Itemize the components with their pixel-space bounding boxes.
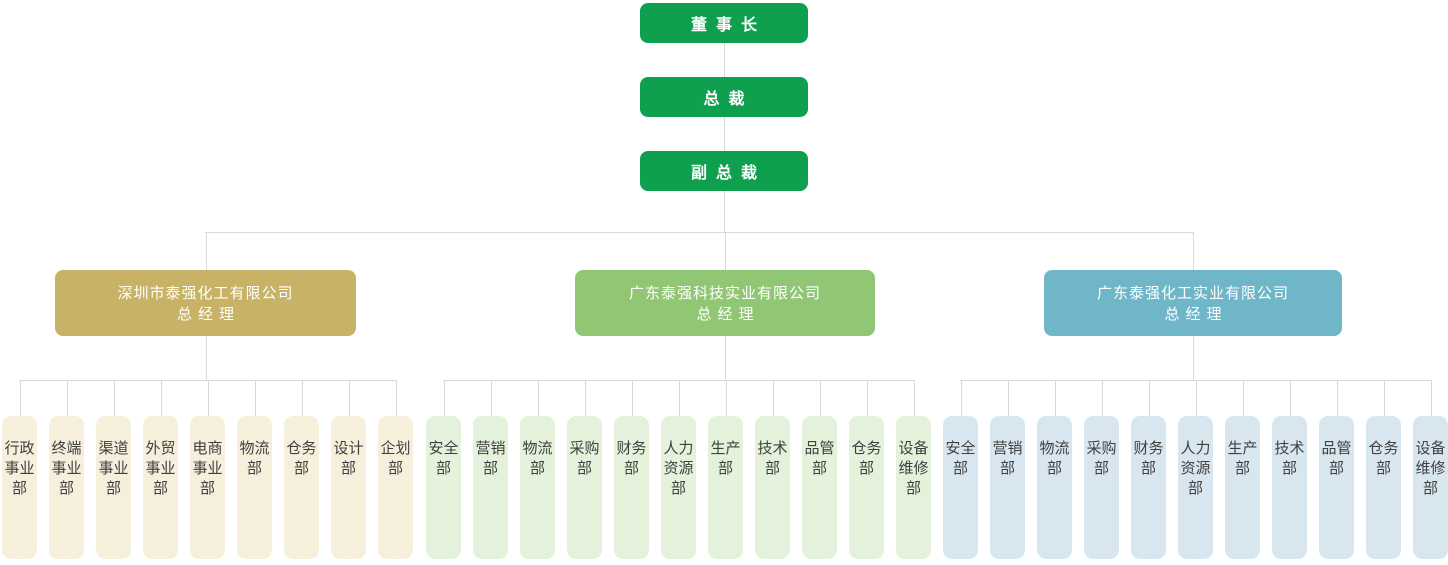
role-label: 总经理 (696, 304, 760, 323)
dept-node: 设计部 (331, 380, 366, 559)
node-vice-president: 副总裁 (640, 151, 808, 232)
dept-node: 财务部 (1131, 380, 1166, 559)
node-gm-guangdong-chemical: 广东泰强化工实业有限公司 总经理 (1044, 232, 1342, 380)
dept-node: 仓务部 (284, 380, 319, 559)
dept-node: 物流部 (520, 380, 555, 559)
dept-node: 技术部 (1272, 380, 1307, 559)
dept-node: 行政事业部 (2, 380, 37, 559)
dept-node: 设备维修部 (896, 380, 931, 559)
dept-node: 营销部 (990, 380, 1025, 559)
node-gm-guangdong-tech: 广东泰强科技实业有限公司 总经理 (575, 232, 875, 380)
dept-node: 品管部 (1319, 380, 1354, 559)
dept-node: 设备维修部 (1413, 380, 1448, 559)
company-name: 深圳市泰强化工有限公司 (117, 283, 294, 302)
dept-node: 技术部 (755, 380, 790, 559)
dept-node: 终端事业部 (49, 380, 84, 559)
dept-node: 采购部 (1084, 380, 1119, 559)
dept-node: 外贸事业部 (143, 380, 178, 559)
node-gm-shenzhen-chemical: 深圳市泰强化工有限公司 总经理 (55, 232, 356, 380)
dept-node: 渠道事业部 (96, 380, 131, 559)
company-name: 广东泰强科技实业有限公司 (628, 283, 821, 302)
dept-node: 物流部 (1037, 380, 1072, 559)
dept-node: 物流部 (237, 380, 272, 559)
dept-node: 安全部 (943, 380, 978, 559)
dept-node: 电商事业部 (190, 380, 225, 559)
dept-node: 人力资源部 (1178, 380, 1213, 559)
branch3-departments: 安全部 营销部 物流部 采购部 财务部 人力资源部 生产部 技术部 品管部 仓务… (943, 380, 1448, 559)
dept-node: 财务部 (614, 380, 649, 559)
role-label: 总经理 (1164, 304, 1228, 323)
role-label: 总经理 (176, 304, 240, 323)
dept-node: 品管部 (802, 380, 837, 559)
branch1-departments: 行政事业部 终端事业部 渠道事业部 外贸事业部 电商事业部 物流部 仓务部 设计… (2, 380, 413, 559)
dept-node: 生产部 (708, 380, 743, 559)
dept-node: 企划部 (378, 380, 413, 559)
dept-node: 人力资源部 (661, 380, 696, 559)
connector-top-horizontal (205, 232, 1193, 233)
dept-node: 仓务部 (849, 380, 884, 559)
node-president: 总裁 (640, 77, 808, 151)
dept-node: 仓务部 (1366, 380, 1401, 559)
dept-node: 采购部 (567, 380, 602, 559)
branch2-departments: 安全部 营销部 物流部 采购部 财务部 人力资源部 生产部 技术部 品管部 仓务… (426, 380, 931, 559)
dept-node: 安全部 (426, 380, 461, 559)
dept-node: 营销部 (473, 380, 508, 559)
dept-node: 生产部 (1225, 380, 1260, 559)
company-name: 广东泰强化工实业有限公司 (1096, 283, 1289, 302)
node-chairman: 董事长 (640, 3, 808, 77)
